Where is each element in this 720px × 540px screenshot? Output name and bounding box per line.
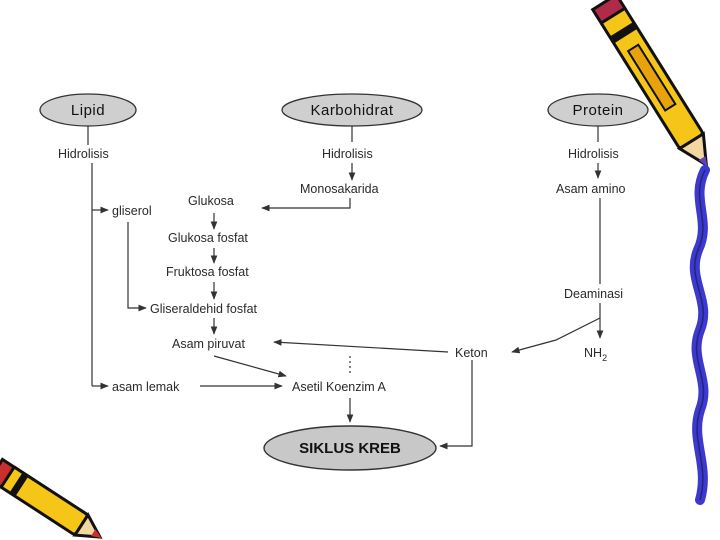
asam-amino-label: Asam amino [556,182,626,196]
keton-label: Keton [455,346,488,360]
pencil-icon-top-right [590,0,709,168]
lipid-label: Lipid [71,102,105,119]
keton-to-siklus-kreb-arrow [439,360,473,450]
nh2-label: NH2 [584,346,607,363]
siklus-kreb-label: SIKLUS KREB [299,440,401,457]
asetil-koenzim-a-label: Asetil Koenzim A [292,380,386,394]
keton-to-asam-piruvat-arrow [273,339,449,353]
monosakarida-label: Monosakarida [300,182,379,196]
lipid-node: Lipid [39,93,137,127]
protein-label: Protein [572,102,623,119]
deaminasi-label: Deaminasi [564,287,623,301]
gliserol-to-gliseraldehid-arrow [127,222,147,312]
gliserol-label: gliserol [112,204,152,218]
fruktosa-fosfat-label: Fruktosa fosfat [166,265,249,279]
gliseraldehid-fosfat-label: Gliseraldehid fosfat [150,302,258,316]
karbohidrat-hidrolisis-label: Hidrolisis [322,147,373,161]
asam-lemak-label: asam lemak [112,380,180,394]
lipid-hidrolisis-label: Hidrolisis [58,147,109,161]
asam-piruvat-to-asetil-arrow [213,355,287,378]
protein-node: Protein [547,93,649,127]
asam-piruvat-label: Asam piruvat [172,337,245,351]
deaminasi-to-keton-arrow [511,317,601,354]
pencil-icon-bottom-left [0,457,103,539]
karbohidrat-label: Karbohidrat [310,102,393,119]
monosakarida-to-glukosa-arrow [261,198,351,212]
karbohidrat-node: Karbohidrat [281,93,423,127]
siklus-kreb-node: SIKLUS KREB [263,425,437,471]
protein-hidrolisis-label: Hidrolisis [568,147,619,161]
glukosa-fosfat-label: Glukosa fosfat [168,231,248,245]
glukosa-label: Glukosa [188,194,234,208]
